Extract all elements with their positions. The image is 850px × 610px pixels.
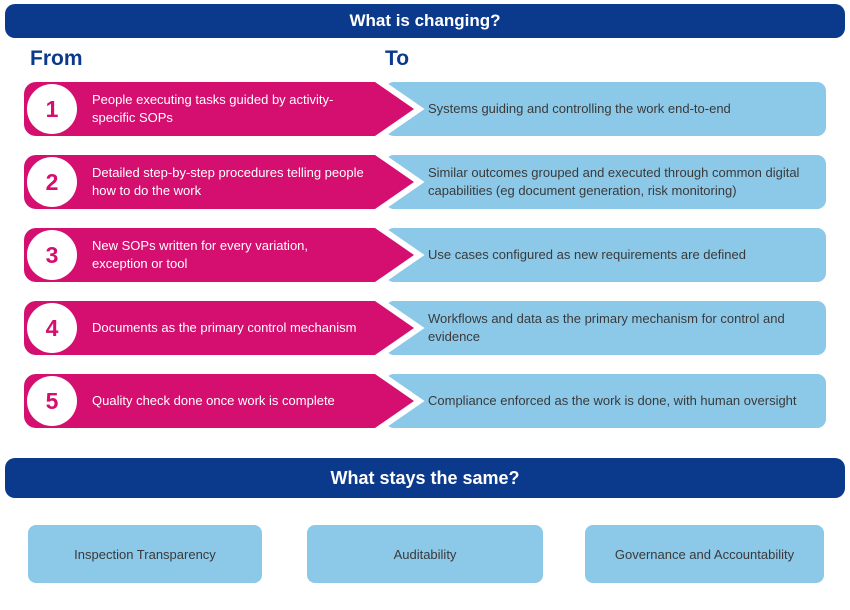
to-text: Similar outcomes grouped and executed th…	[428, 165, 800, 198]
to-column-heading: To	[385, 47, 410, 70]
footer-title: What stays the same?	[330, 467, 520, 488]
step-number-badge: 4	[45, 314, 59, 341]
to-box: Systems guiding and controlling the work…	[385, 82, 826, 136]
to-text: Compliance enforced as the work is done,…	[428, 393, 797, 409]
to-text: Use cases configured as new requirements…	[428, 247, 746, 263]
to-text: Systems guiding and controlling the work…	[428, 101, 731, 117]
to-box: Similar outcomes grouped and executed th…	[385, 155, 826, 209]
header-banner: What is changing?	[5, 4, 845, 38]
stays-same-box-auditability: Auditability	[307, 525, 543, 583]
step-number-badge: 3	[45, 241, 59, 268]
from-text: Detailed step-by-step procedures telling…	[92, 165, 364, 198]
change-row-2: Similar outcomes grouped and executed th…	[0, 149, 850, 215]
from-arrow-icon	[18, 149, 425, 215]
from-text: Quality check done once work is complete	[92, 393, 335, 409]
from-text: Documents as the primary control mechani…	[92, 320, 357, 336]
from-arrow-icon	[18, 295, 425, 361]
from-text: New SOPs written for every variation, ex…	[92, 238, 309, 271]
from-arrow-icon	[18, 368, 425, 434]
stays-same-box-governance-accountability: Governance and Accountability	[585, 525, 824, 583]
step-number-badge: 1	[45, 95, 59, 122]
from-arrow-icon	[18, 222, 425, 288]
from-text: People executing tasks guided by activit…	[92, 92, 334, 125]
to-box: Use cases configured as new requirements…	[385, 228, 826, 282]
change-row-5: Compliance enforced as the work is done,…	[0, 368, 850, 434]
to-text: Workflows and data as the primary mechan…	[428, 311, 785, 344]
to-box: Compliance enforced as the work is done,…	[385, 374, 826, 428]
step-number-badge: 5	[45, 387, 59, 414]
change-row-3: Use cases configured as new requirements…	[0, 222, 850, 288]
to-box: Workflows and data as the primary mechan…	[385, 301, 826, 355]
step-number-badge: 2	[45, 168, 59, 195]
header-title: What is changing?	[349, 11, 501, 30]
footer-banner: What stays the same?	[5, 458, 845, 498]
change-row-1: Systems guiding and controlling the work…	[0, 76, 850, 142]
from-column-heading: From	[30, 47, 83, 70]
stays-same-box-inspection-transparency: Inspection Transparency	[28, 525, 262, 583]
from-arrow-icon	[18, 76, 425, 142]
change-row-4: Workflows and data as the primary mechan…	[0, 295, 850, 361]
